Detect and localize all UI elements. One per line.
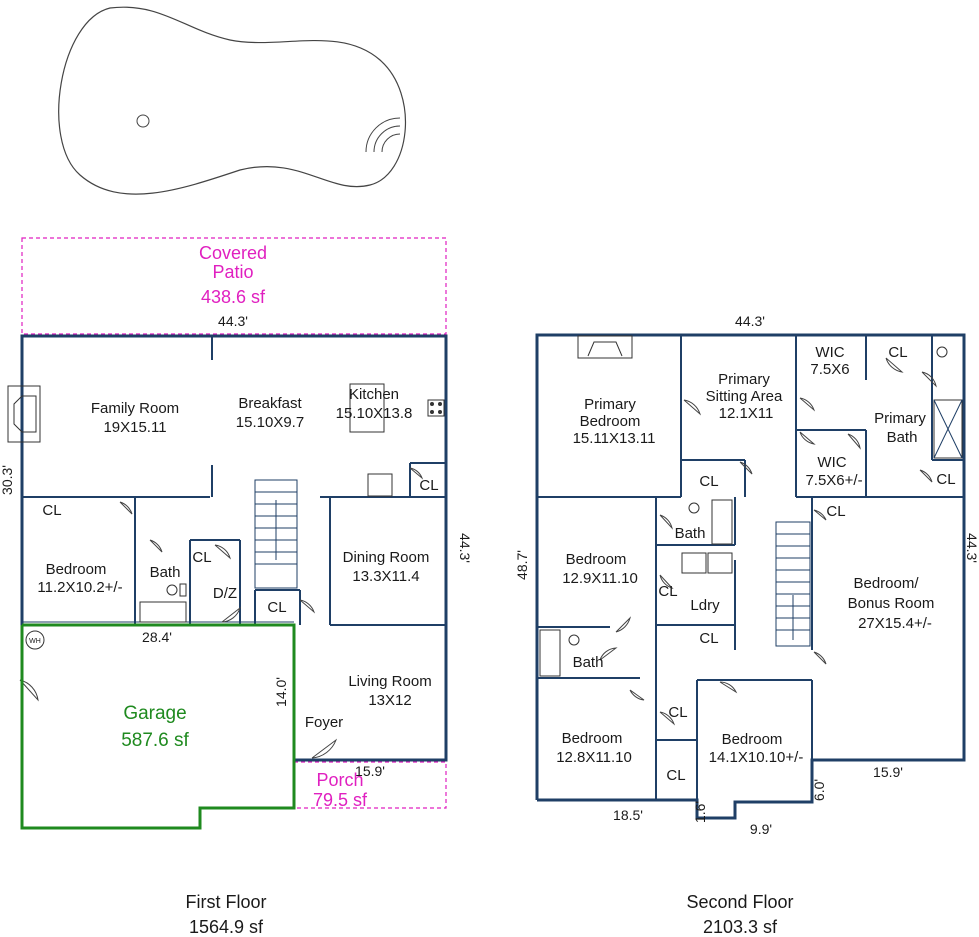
stove-icon: [427, 399, 445, 417]
primary-shower: [933, 399, 963, 459]
bonus-room-line1: Bedroom/: [853, 575, 919, 592]
second-floor-bottom-jog: 1.6': [692, 801, 708, 823]
bedroom-c-name: Bedroom: [722, 731, 783, 748]
primary-bedroom-size: 15.11X13.11: [573, 430, 656, 447]
primary-sitting-size: 12.1X11: [719, 405, 774, 422]
water-heater-icon: [25, 630, 45, 650]
bathtub: [139, 601, 187, 623]
laundry-label: Ldry: [690, 597, 720, 614]
primary-sitting-line2: Sitting Area: [706, 388, 783, 405]
second-floor-bottom-mid: 9.9': [750, 821, 772, 837]
second-floor-caption: Second Floor: [686, 892, 793, 912]
second-floor-right-jog: 6.0': [811, 779, 827, 801]
covered-patio-outline: [21, 237, 447, 335]
breakfast-name: Breakfast: [238, 395, 302, 412]
dining-room-name: Dining Room: [343, 549, 430, 566]
bedroom-b-closet-label: CL: [668, 704, 687, 721]
second-floor-top-width: 44.3': [735, 313, 765, 329]
second-bathtub-2: [539, 629, 561, 677]
second-floor-area: 2103.3 sf: [703, 917, 778, 937]
refrigerator: [367, 473, 393, 497]
second-floor-left-depth: 48.7': [514, 550, 530, 580]
porch-width: 15.9': [355, 763, 385, 779]
toilet-icon: [166, 583, 187, 597]
first-floor-caption: First Floor: [186, 892, 267, 912]
wic1-name: WIC: [815, 344, 844, 361]
bedroom-closet-label: CL: [42, 502, 61, 519]
primary-bedroom-line2: Bedroom: [580, 413, 641, 430]
pool: [58, 6, 407, 195]
first-floor-doors: [19, 467, 424, 759]
bedroom-a-closet-label: CL: [658, 583, 677, 600]
bedroom-b-name: Bedroom: [562, 730, 623, 747]
porch-area: 79.5 sf: [313, 790, 368, 810]
garage-name: Garage: [123, 703, 186, 724]
bedroom-b-closet2-label: CL: [666, 767, 685, 784]
sitting-closet-label: CL: [699, 473, 718, 490]
dining-room-size: 13.3X11.4: [352, 568, 419, 585]
wic2-name: WIC: [817, 454, 846, 471]
bedroom-size: 11.2X10.2+/-: [37, 579, 122, 596]
bonus-closet-label: CL: [826, 503, 845, 520]
primary-bedroom-line1: Primary: [584, 396, 636, 413]
living-room-name: Living Room: [348, 673, 431, 690]
primary-bath-line2: Bath: [887, 429, 918, 446]
second-floor-fireplace: [577, 335, 633, 359]
garage-depth: 14.0': [273, 677, 289, 707]
primary-closet-label: CL: [888, 344, 907, 361]
second-bath-label: Bath: [573, 654, 604, 671]
linen-closet-label: CL: [699, 630, 718, 647]
breakfast-size: 15.10X9.7: [236, 414, 304, 431]
primary-bath-line1: Primary: [874, 410, 926, 427]
living-room-size: 13X12: [368, 692, 411, 709]
first-floor-stairs: [254, 479, 298, 589]
second-floor-bottom-left: 18.5': [613, 807, 643, 823]
kitchen-closet-label: CL: [419, 477, 438, 494]
foyer-label: Foyer: [305, 714, 343, 731]
bedroom-a-size: 12.9X11.10: [562, 570, 638, 587]
bedroom-c-size: 14.1X10.10+/-: [709, 749, 804, 766]
laundry-machines: [681, 552, 733, 574]
bath-closet-label: CL: [936, 471, 955, 488]
fireplace: [7, 385, 41, 443]
family-room-name: Family Room: [91, 400, 179, 417]
second-floor-right-depth: 44.3': [964, 533, 979, 563]
garage-area: 587.6 sf: [121, 730, 189, 751]
first-floor-area: 1564.9 sf: [189, 917, 264, 937]
covered-patio-name-line2: Patio: [212, 262, 253, 282]
kitchen-island: [349, 383, 385, 433]
bedroom-b-size: 12.8X11.10: [556, 749, 632, 766]
bonus-room-line2: Bonus Room: [848, 595, 935, 612]
second-floor-toilets: [568, 346, 948, 646]
porch-name: Porch: [316, 770, 363, 790]
covered-patio-area: 438.6 sf: [201, 287, 266, 307]
first-floor-right-depth: 44.3': [457, 533, 473, 563]
bedroom-name: Bedroom: [46, 561, 107, 578]
second-floor-bottom-right: 15.9': [873, 764, 903, 780]
wic1-size: 7.5X6: [810, 361, 849, 378]
kitchen-size: 15.10X13.8: [336, 405, 413, 422]
kitchen-name: Kitchen: [349, 386, 399, 403]
water-heater-label: WH: [29, 638, 41, 645]
bedroom-a-name: Bedroom: [566, 551, 627, 568]
second-floor-stairs: [775, 521, 811, 647]
family-room-size: 19X15.11: [103, 419, 166, 436]
first-floor-top-width: 44.3': [218, 313, 248, 329]
first-floor-left-depth: 30.3': [0, 465, 15, 495]
stair-closet-label: CL: [267, 599, 286, 616]
dz-label: D/Z: [213, 585, 237, 602]
bonus-room-size: 27X15.4+/-: [858, 615, 932, 632]
covered-patio-name-line1: Covered: [199, 243, 267, 263]
primary-sitting-line1: Primary: [718, 371, 770, 388]
second-floor-walls: [535, 333, 966, 820]
second-bathtub: [711, 499, 733, 545]
hall-closet-label: CL: [192, 549, 211, 566]
bath-label: Bath: [150, 564, 181, 581]
wic2-size: 7.5X6+/-: [805, 472, 862, 489]
hall-bath-label: Bath: [675, 525, 706, 542]
garage-outline: [20, 623, 296, 830]
second-floor-doors: [599, 357, 937, 726]
garage-width: 28.4': [142, 629, 172, 645]
